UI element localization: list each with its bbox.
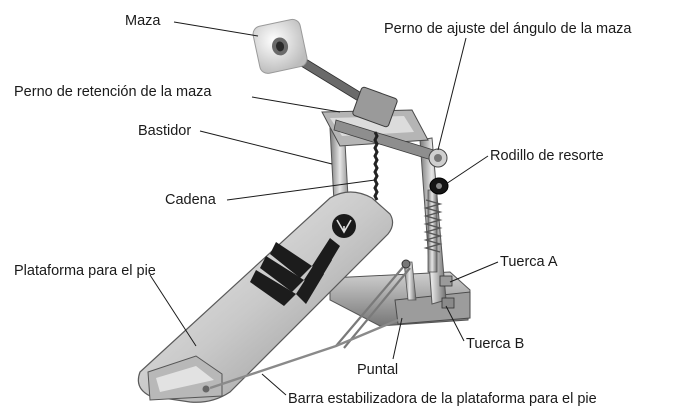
leader-plataforma: [149, 274, 197, 347]
label-barra: Barra estabilizadora de la plataforma pa…: [288, 391, 597, 407]
yamaha-logo-icon: [332, 214, 356, 238]
label-tuerca-a: Tuerca A: [500, 254, 558, 270]
chain: [373, 131, 379, 201]
label-rodillo: Rodillo de resorte: [490, 148, 604, 164]
leader-tuerca-a: [449, 261, 499, 283]
leader-perno-retencion: [251, 96, 341, 113]
label-tuerca-b: Tuerca B: [466, 336, 525, 352]
leader-bastidor: [199, 130, 333, 165]
leader-lines: [149, 21, 499, 396]
label-plataforma: Plataforma para el pie: [14, 263, 156, 279]
beater: [252, 18, 398, 128]
nut-b: [441, 297, 455, 309]
strut-and-bar: [202, 259, 417, 393]
label-cadena: Cadena: [165, 192, 216, 208]
label-perno-retencion: Perno de retención de la maza: [14, 84, 212, 100]
label-bastidor: Bastidor: [138, 123, 192, 139]
footboard: [137, 191, 394, 403]
axle: [333, 119, 449, 195]
leader-maza: [173, 21, 259, 37]
footboard-chevrons: [250, 238, 340, 306]
leader-perno-ajuste: [437, 37, 467, 151]
label-puntal: Puntal: [357, 362, 399, 378]
leader-barra: [261, 373, 287, 396]
leader-rodillo: [445, 155, 489, 185]
leader-cadena: [226, 179, 376, 201]
nut-a: [439, 275, 453, 287]
leader-tuerca-b: [445, 305, 465, 342]
label-perno-ajuste: Perno de ajuste del ángulo de la maza: [384, 21, 632, 37]
leader-puntal: [392, 317, 403, 360]
label-maza: Maza: [125, 13, 161, 29]
